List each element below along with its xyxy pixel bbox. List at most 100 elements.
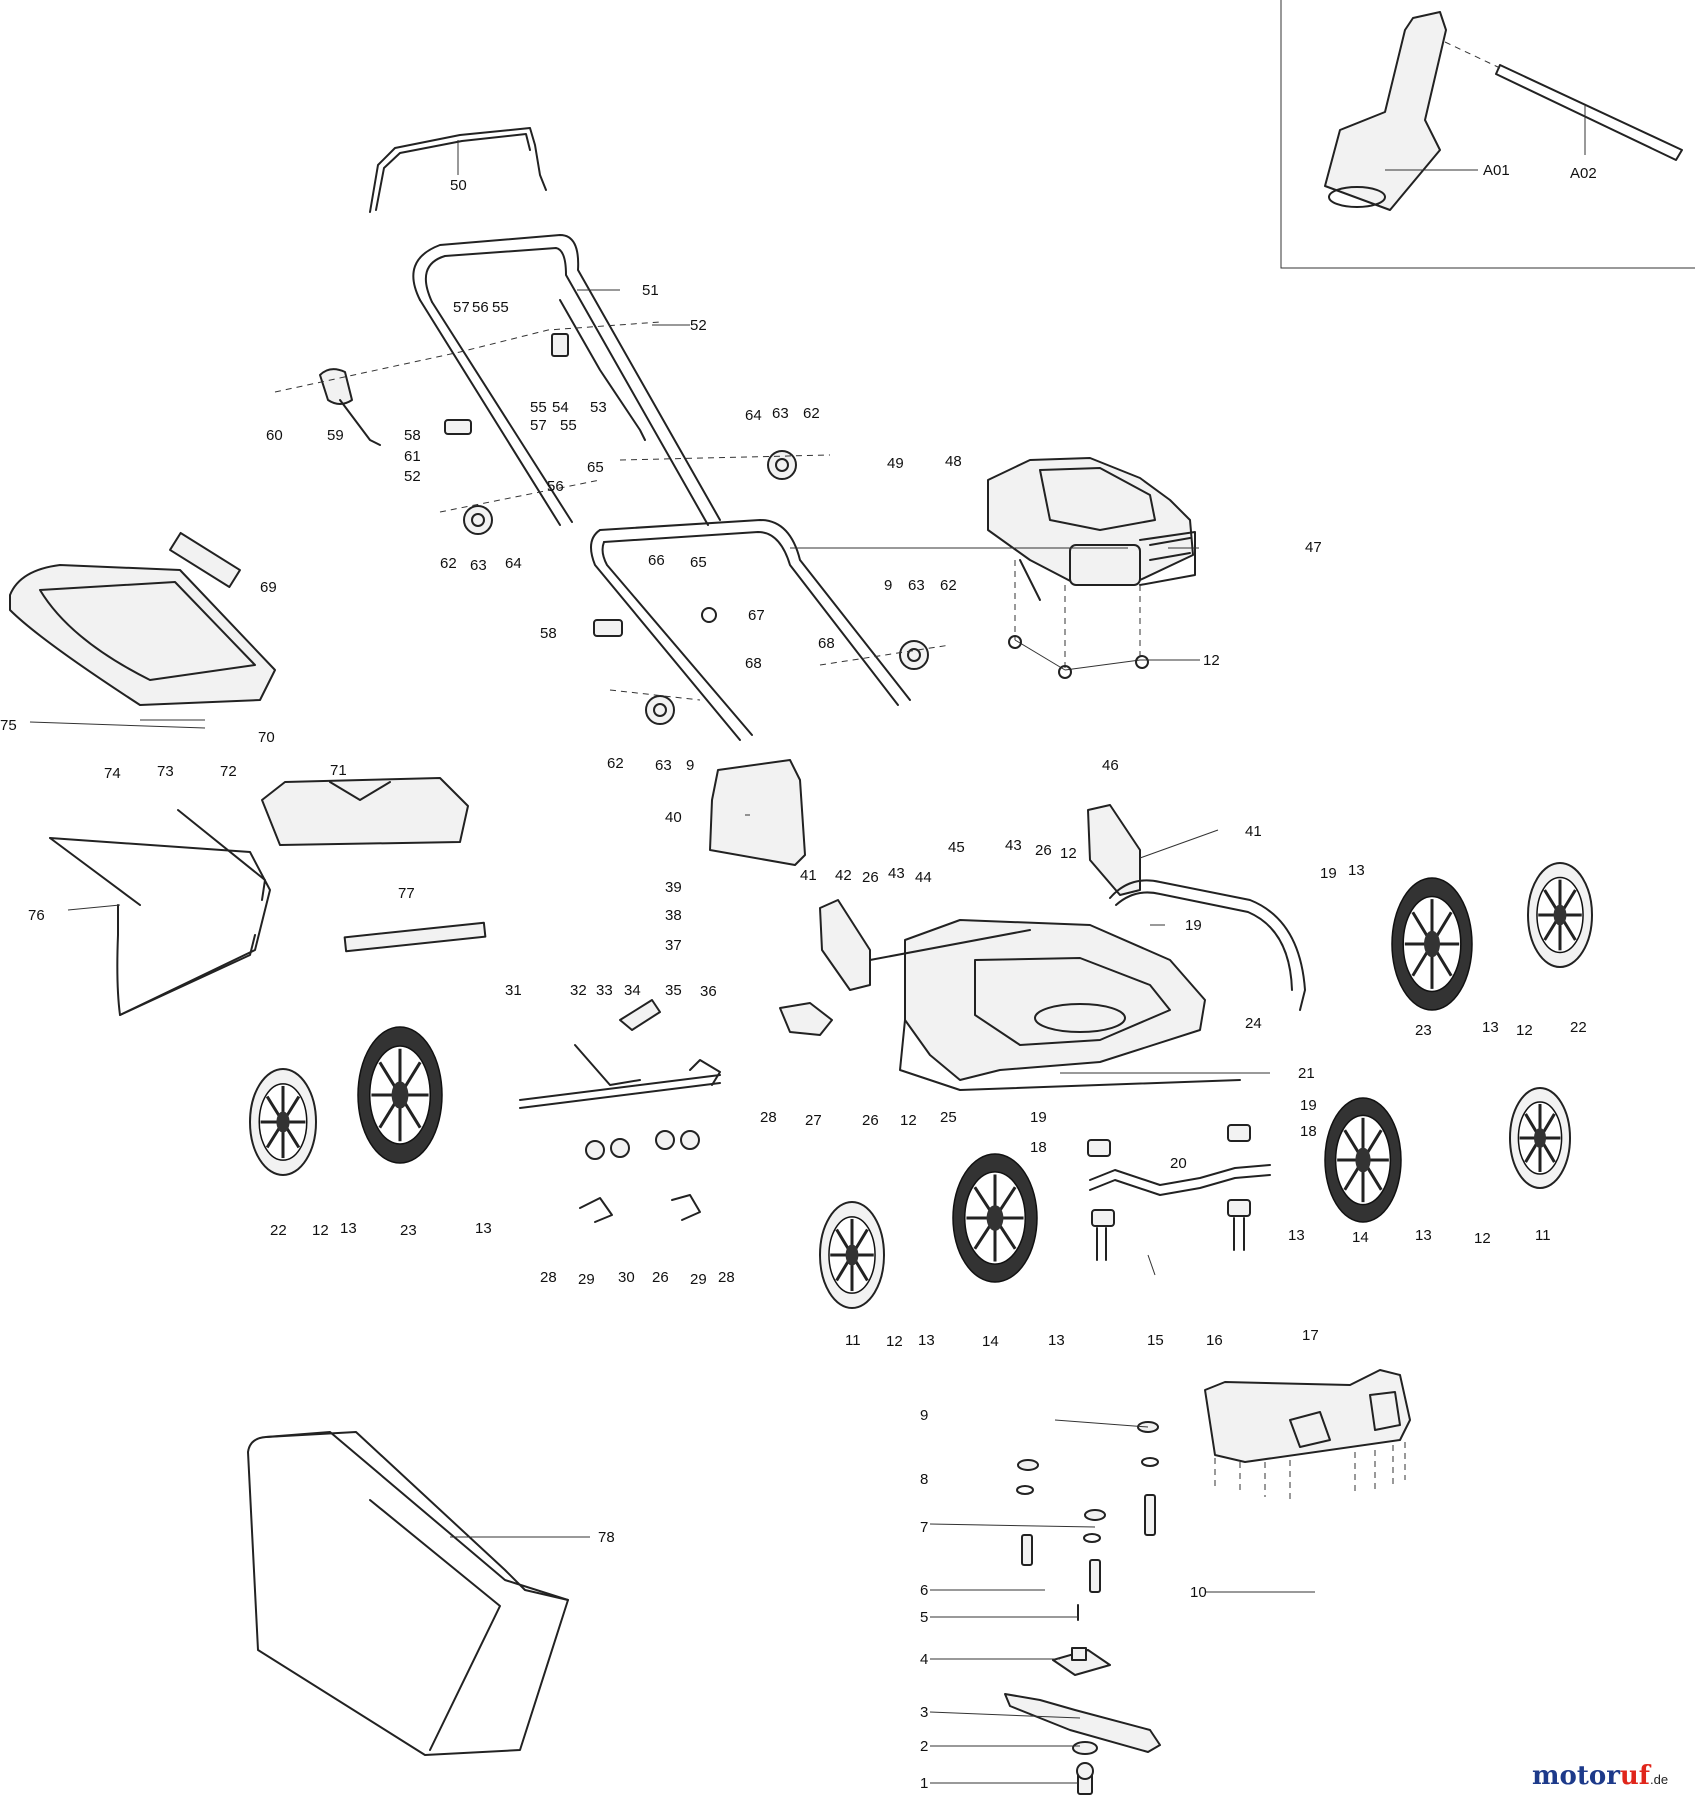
engine [987, 457, 1196, 679]
label-43a: 43 [1005, 837, 1022, 854]
mower-deck [709, 759, 1306, 1091]
label-13b: 13 [1482, 1019, 1499, 1036]
label-77: 77 [398, 885, 415, 902]
label-22b: 22 [270, 1222, 287, 1239]
label-32: 32 [570, 982, 587, 999]
label-9a: 9 [884, 577, 892, 594]
label-19d: 19 [1300, 1097, 1317, 1114]
watermark-brand-accent: uf [1620, 1761, 1652, 1791]
label-52a: 52 [690, 317, 707, 334]
label-56b: 56 [547, 478, 564, 495]
label-13e: 13 [1288, 1227, 1305, 1244]
label-25: 25 [940, 1109, 957, 1126]
bail-bar-part [369, 127, 547, 213]
label-53: 53 [590, 399, 607, 416]
label-19c: 19 [1030, 1109, 1047, 1126]
part-labels: A01 A02 50 51 52 57 56 55 55 54 53 64 63… [0, 162, 1597, 1792]
catcher-frame [49, 809, 271, 1016]
label-62d: 62 [607, 755, 624, 772]
hubcap-front-left [819, 1201, 885, 1309]
label-59: 59 [327, 427, 344, 444]
label-62b: 62 [440, 555, 457, 572]
label-62c: 62 [940, 577, 957, 594]
label-28c: 28 [718, 1269, 735, 1286]
label-76: 76 [28, 907, 45, 924]
leader-lines [29, 140, 1315, 1784]
label-65a: 65 [587, 459, 604, 476]
label-41b: 41 [800, 867, 817, 884]
label-70: 70 [258, 729, 275, 746]
label-9c: 9 [920, 1407, 928, 1424]
label-57a: 57 [453, 299, 470, 316]
label-63b: 63 [470, 557, 487, 574]
label-65b: 65 [690, 554, 707, 571]
label-73: 73 [157, 763, 174, 780]
label-12c: 12 [1516, 1022, 1533, 1039]
label-A01: A01 [1483, 162, 1510, 179]
label-57b: 57 [530, 417, 547, 434]
label-11a: 11 [1535, 1227, 1551, 1244]
label-55c: 55 [560, 417, 577, 434]
label-50: 50 [450, 177, 467, 194]
label-30: 30 [618, 1269, 635, 1286]
label-55a: 55 [492, 299, 509, 316]
label-4: 4 [920, 1651, 928, 1668]
label-56a: 56 [472, 299, 489, 316]
label-48: 48 [945, 453, 962, 470]
wheels [249, 862, 1593, 1309]
label-37: 37 [665, 937, 682, 954]
label-26a: 26 [1035, 842, 1052, 859]
front-wheel-left [952, 1153, 1038, 1283]
label-12g: 12 [886, 1333, 903, 1350]
grass-bag [247, 1431, 569, 1756]
label-8: 8 [920, 1471, 928, 1488]
label-18b: 18 [1030, 1139, 1047, 1156]
label-12d: 12 [900, 1112, 917, 1129]
label-74: 74 [104, 765, 121, 782]
label-60: 60 [266, 427, 283, 444]
label-58a: 58 [404, 427, 421, 444]
handle-assembly [274, 127, 951, 741]
label-66: 66 [648, 552, 665, 569]
label-20: 20 [1170, 1155, 1187, 1172]
rear-wheel-right [1391, 877, 1473, 1011]
label-11b: 11 [845, 1332, 861, 1349]
label-6: 6 [920, 1582, 928, 1599]
label-35: 35 [665, 982, 682, 999]
label-24: 24 [1245, 1015, 1262, 1032]
label-40: 40 [665, 809, 682, 826]
label-12b: 12 [1060, 845, 1077, 862]
label-10: 10 [1190, 1584, 1207, 1601]
label-13f: 13 [1415, 1227, 1432, 1244]
label-13c: 13 [340, 1220, 357, 1237]
watermark-logo: motoruf.de [1532, 1761, 1668, 1791]
front-cover [1204, 1369, 1411, 1500]
catcher-top [9, 531, 469, 846]
label-55b: 55 [530, 399, 547, 416]
label-14a: 14 [1352, 1229, 1369, 1246]
label-71: 71 [330, 762, 347, 779]
label-51: 51 [642, 282, 659, 299]
label-14b: 14 [982, 1333, 999, 1350]
front-axle-assembly [1087, 1124, 1271, 1261]
label-33: 33 [596, 982, 613, 999]
label-67: 67 [748, 607, 765, 624]
label-21: 21 [1298, 1065, 1315, 1082]
label-63d: 63 [655, 757, 672, 774]
label-58b: 58 [540, 625, 557, 642]
label-27: 27 [805, 1112, 822, 1129]
label-26b: 26 [862, 869, 879, 886]
watermark-domain: .de [1650, 1772, 1668, 1787]
label-13d: 13 [475, 1220, 492, 1237]
label-23b: 23 [400, 1222, 417, 1239]
label-36: 36 [700, 983, 717, 1000]
label-63a: 63 [772, 405, 789, 422]
label-17: 17 [1302, 1327, 1319, 1344]
rear-axle-assembly [519, 999, 721, 1223]
blade-stack [1004, 1421, 1161, 1795]
label-7: 7 [920, 1519, 928, 1536]
label-29b: 29 [690, 1271, 707, 1288]
mulch-nozzle-part [1324, 11, 1447, 211]
label-3: 3 [920, 1704, 928, 1721]
label-2: 2 [920, 1738, 928, 1755]
